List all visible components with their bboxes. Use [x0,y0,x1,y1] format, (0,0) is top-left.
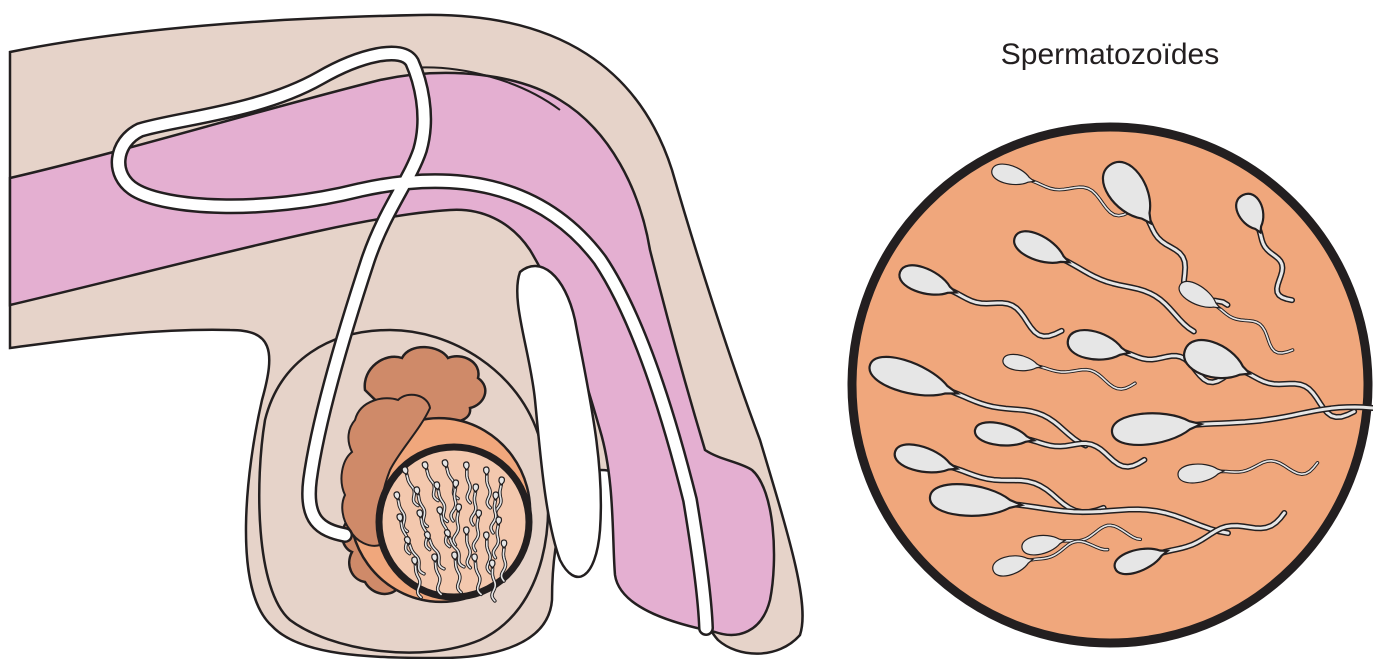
spermatozoa-label: Spermatozoïdes [935,38,1285,72]
anatomy-cross-section [10,15,803,658]
magnified-view [852,127,1373,643]
